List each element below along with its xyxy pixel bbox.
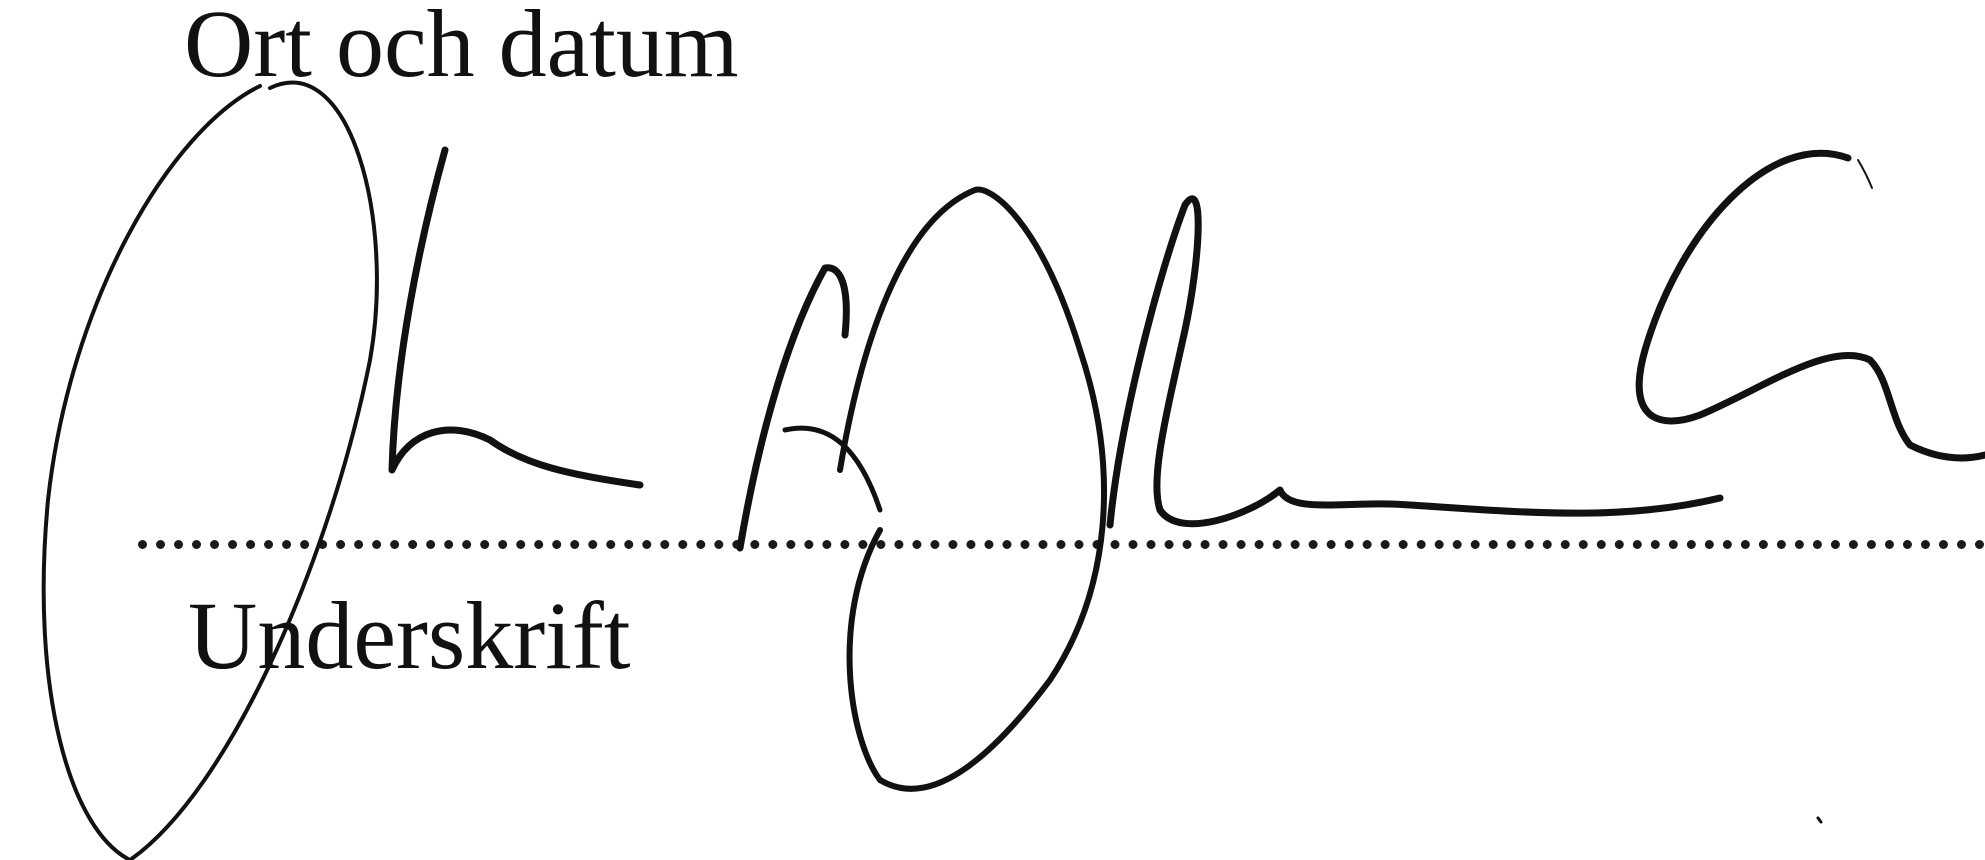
signature-large-left-loop bbox=[41, 80, 379, 860]
signature-line bbox=[138, 540, 1985, 549]
signature-label: Underskrift bbox=[188, 582, 631, 689]
signature-small-mark bbox=[1857, 159, 1873, 189]
signature-a-crossbar bbox=[782, 425, 883, 513]
signature-first-stroke bbox=[388, 146, 644, 489]
signature-middle-loop bbox=[837, 186, 1107, 792]
signature-dot-mark bbox=[1816, 816, 1823, 824]
place-date-label: Ort och datum bbox=[184, 0, 739, 97]
signature-a-stroke bbox=[736, 264, 850, 552]
signature-tall-stroke bbox=[1106, 195, 1724, 529]
signature-right-flourish bbox=[1635, 149, 1985, 462]
